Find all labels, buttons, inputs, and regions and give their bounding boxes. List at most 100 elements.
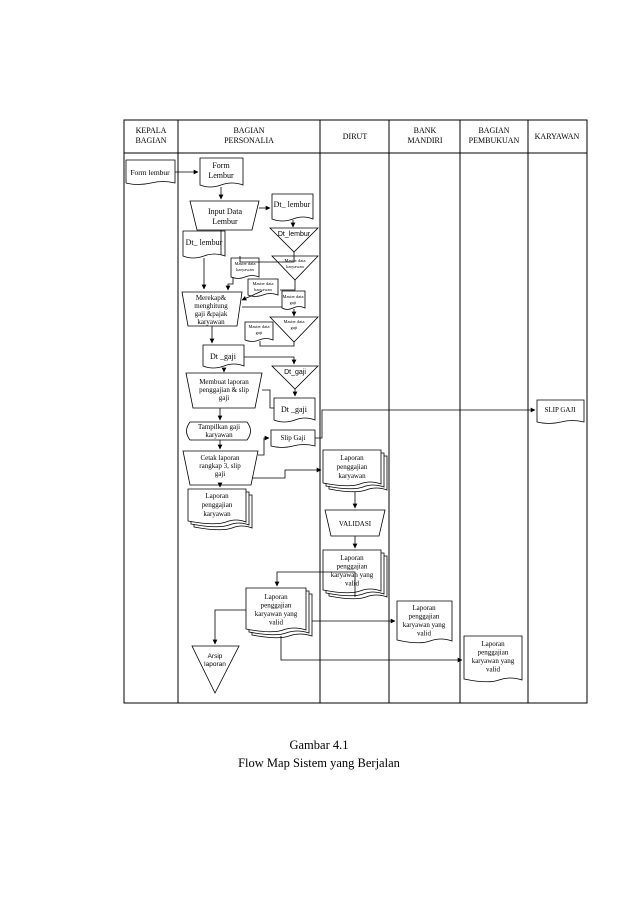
form-lembur-doc [199,157,244,188]
connectors [175,169,536,663]
header-karyawan: KARYAWAN [535,132,580,141]
laporan-valid-pembukuan-doc [463,635,523,683]
label-line: penggajian [478,649,509,657]
label-line: PERSONALIA [224,136,274,145]
slip-gaji-karyawan-doc [536,399,585,424]
master-gaji-doc2 [244,321,274,342]
dt-lembur-store [269,227,319,253]
label-line: gaji [256,330,263,335]
header-dirut: DIRUT [343,132,368,141]
cetak-laporan-process [182,450,259,486]
label-line: Dt_lembur [278,231,311,238]
label-dt-gaji-store: Dt_gaji [284,369,306,376]
label-line: BANK [414,126,437,135]
input-data-lembur-process [189,200,260,231]
label-line: BAGIAN [233,126,264,135]
membuat-laporan-process [185,372,263,409]
label-slip-gaji-karyawan: SLIP GAJI [544,406,576,414]
label-line: gaji &pajak [195,310,228,318]
label-line: Dt_gaji [284,369,306,376]
label-line: karyawan [203,510,231,518]
label-line: Slip Gaji [280,434,305,442]
label-line: DIRUT [343,132,368,141]
validasi-process [324,509,386,537]
figure-caption-title: Flow Map Sistem yang Berjalan [238,756,400,770]
label-dt-lembur-doc-right: Dt_ lembur [274,200,311,209]
label-line: Master data [252,281,273,286]
label-line: Form [212,161,230,170]
label-line: Dt_ lembur [186,238,223,247]
laporan-valid-personalia-multidoc [245,587,313,639]
label-line: Dt _gaji [281,405,308,414]
label-line: menghitung [194,302,228,310]
label-line: Master data [283,319,304,324]
label-line: BAGIAN [135,136,166,145]
label-line: KEPALA [136,126,167,135]
laporan-valid-bank-doc [396,600,453,644]
label-line: Laporan [205,492,229,500]
laporan-dirut-multidoc [322,449,388,493]
label-line: Laporan [340,554,364,562]
figure-caption-number: Gambar 4.1 [289,738,349,752]
label-line: penggajian [202,501,233,509]
label-line: rangkap 3, slip [199,462,241,470]
form-lembur-kepala-doc [125,159,176,185]
label-line: valid [417,630,431,638]
label-line: karyawan yang [472,657,515,665]
label-line: gaji [290,300,297,305]
master-gaji-doc [281,290,306,310]
label-line: SLIP GAJI [544,406,576,414]
label-line: karyawan yang [255,610,298,618]
label-line: Input Data [208,207,242,216]
swimlane-frame [123,119,588,704]
label-line: MANDIRI [407,136,442,145]
label-line: valid [345,580,359,588]
label-line: Master data [234,261,255,266]
label-line: karyawan yang [331,571,374,579]
label-line: Lembur [212,217,238,226]
label-line: VALIDASI [339,520,372,528]
dt-gaji-doc2 [273,397,316,423]
label-line: valid [486,666,500,674]
label-dt-gaji-doc: Dt _gaji [210,352,237,361]
label-slip-gaji-doc: Slip Gaji [280,434,305,442]
label-line: Merekap& [196,294,227,302]
label-line: valid [269,619,283,627]
label-line: Laporan [340,454,364,462]
label-line: Dt _gaji [210,352,237,361]
label-line: Master data [248,324,269,329]
label-line: Tampilkan gaji [198,423,240,431]
label-line: penggajian [409,613,440,621]
label-line: karyawan [197,318,225,326]
merekap-process [181,291,243,327]
label-validasi: VALIDASI [339,520,372,528]
label-line: gaji [291,325,298,330]
tampilkan-gaji-display [186,421,251,441]
label-form-lembur-kepala: Form lembur [130,168,170,177]
label-line: Form lembur [130,168,170,177]
label-line: penggajian [337,463,368,471]
label-line: Cetak laporan [200,454,240,462]
label-line: karyawan yang [403,621,446,629]
shapes [125,157,585,694]
label-line: penggajian [337,563,368,571]
